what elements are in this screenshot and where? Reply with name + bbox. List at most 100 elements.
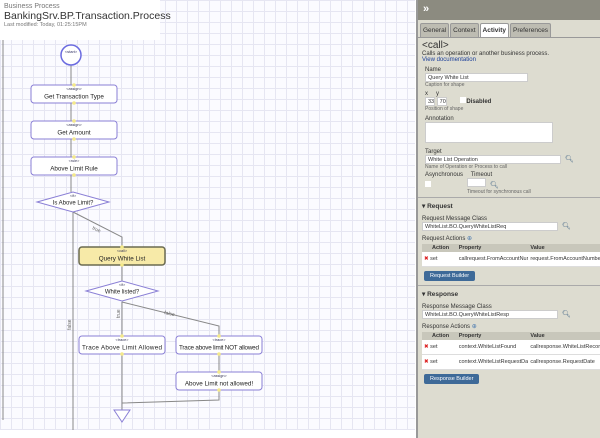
collapse-panel-button[interactable]: »	[423, 3, 430, 15]
connector-dot	[72, 119, 76, 123]
node-type: <rule>	[69, 159, 81, 163]
connector-dot	[120, 334, 124, 338]
process-header: Business Process BankingSrv.BP.Transacti…	[0, 0, 171, 40]
node-label: Get Transaction Type	[44, 94, 104, 101]
annotation-textarea[interactable]	[425, 122, 553, 143]
delete-icon[interactable]: ✖	[424, 344, 429, 350]
node-label: Above Limit not allowed!	[185, 381, 254, 388]
y-label: y	[436, 91, 439, 97]
node-type: <call>	[117, 249, 128, 253]
node-type: <assign>	[211, 374, 227, 378]
connector-dot	[72, 155, 76, 159]
disabled-checkbox[interactable]	[460, 97, 467, 103]
connector-dot	[120, 263, 124, 267]
view-documentation-link[interactable]: View documentation	[422, 57, 476, 63]
async-checkbox[interactable]	[425, 181, 431, 187]
request-class-search-icon[interactable]: 🔍︎	[562, 223, 571, 230]
connector-dot	[217, 334, 221, 338]
col-property: Property	[456, 332, 529, 340]
connector-dot	[217, 370, 221, 374]
tab-general[interactable]: General	[420, 23, 450, 37]
connector-dot	[120, 245, 124, 249]
x-label: x	[425, 91, 428, 97]
response-class-search-icon[interactable]: 🔍︎	[562, 311, 571, 318]
process-kind: Business Process	[4, 3, 60, 10]
value-cell: request.FromAccountNumber	[528, 252, 600, 267]
name-input[interactable]: Query White List	[425, 73, 528, 82]
element-description: Calls an operation or another business p…	[422, 51, 550, 57]
join-node	[113, 409, 131, 423]
tab-activity[interactable]: Activity	[479, 23, 510, 37]
request-section-toggle[interactable]: ▾ Request	[418, 197, 600, 212]
node-type: <trace>	[213, 338, 227, 342]
timeout-hint: Timeout for synchronous call	[467, 189, 531, 195]
node-label: Get Amount	[57, 130, 91, 137]
property-cell: context.WhiteListFound	[456, 340, 529, 355]
node-label: Above Limit Rule	[50, 166, 98, 173]
annotation-label: Annotation	[425, 116, 454, 122]
col-value: Value	[528, 332, 600, 340]
node-type: <trace>	[116, 338, 130, 342]
add-request-action-icon[interactable]: ⊕	[467, 236, 473, 242]
connector-dot	[72, 173, 76, 177]
last-modified: Last modified: Today, 01:25:15PM	[4, 22, 87, 28]
edge-label-true: true	[116, 309, 122, 318]
response-actions-label: Response Actions	[422, 324, 471, 330]
delete-icon[interactable]: ✖	[424, 256, 429, 262]
edge-label-false: false	[67, 319, 73, 330]
position-hint: Position of shape	[425, 106, 464, 112]
node-type: <assign>	[66, 123, 82, 127]
process-title: BankingSrv.BP.Transaction.Process	[4, 10, 171, 22]
connector-dot	[72, 101, 76, 105]
request-title: Request	[427, 203, 453, 210]
start-label: <start>	[65, 49, 78, 54]
node-type: <if>	[119, 283, 126, 287]
edge-label-true: true	[91, 225, 102, 234]
timeout-search-icon[interactable]: 🔍︎	[490, 182, 499, 189]
connector-dot	[120, 352, 124, 356]
connector	[121, 301, 220, 336]
element-type: <call>	[422, 40, 449, 51]
node-label: Trace above limit NOT allowed	[179, 345, 259, 352]
target-search-icon[interactable]: 🔍︎	[565, 156, 574, 163]
properties-panel: » General Context Activity Preferences <…	[416, 0, 600, 438]
timeout-input[interactable]	[467, 178, 486, 187]
node-label: Query White List	[99, 256, 146, 263]
x-input[interactable]: 33	[425, 97, 435, 106]
response-section-toggle[interactable]: ▾ Response	[418, 285, 600, 300]
property-cell: context.WhiteListRequestDate	[456, 354, 529, 370]
node-type: <if>	[70, 194, 77, 198]
response-class-label: Response Message Class	[422, 304, 492, 310]
response-builder-button[interactable]: Response Builder	[424, 374, 480, 384]
tab-preferences[interactable]: Preferences	[510, 23, 552, 37]
request-class-label: Request Message Class	[422, 216, 488, 222]
connector	[72, 211, 123, 247]
property-cell: callrequest.FromAccountNumber	[456, 252, 529, 267]
add-response-action-icon[interactable]: ⊕	[471, 324, 477, 330]
request-builder-button[interactable]: Request Builder	[424, 271, 476, 281]
delete-icon[interactable]: ✖	[424, 359, 429, 365]
value-cell: callresponse.RequestDate	[528, 354, 600, 370]
col-property: Property	[456, 244, 529, 252]
node-type: <assign>	[66, 87, 82, 91]
start-circle	[60, 44, 82, 66]
decision-node	[84, 280, 160, 302]
col-action: Action	[422, 332, 457, 340]
y-input[interactable]: 70	[436, 97, 447, 106]
connector	[121, 390, 220, 404]
table-row[interactable]: ✖ setcallrequest.FromAccountNumberreques…	[422, 252, 600, 267]
response-class-input[interactable]: WhiteList.BO.QueryWhiteListResp	[422, 310, 558, 319]
timeout-label: Timeout	[470, 172, 493, 178]
decision-node	[35, 191, 111, 213]
request-class-input[interactable]: WhiteList.BO.QueryWhiteListReq	[422, 222, 558, 231]
target-input[interactable]: White List Operation	[425, 155, 561, 164]
disabled-label: Disabled	[466, 99, 492, 105]
tab-context[interactable]: Context	[450, 23, 479, 37]
name-label: Name	[425, 67, 442, 73]
